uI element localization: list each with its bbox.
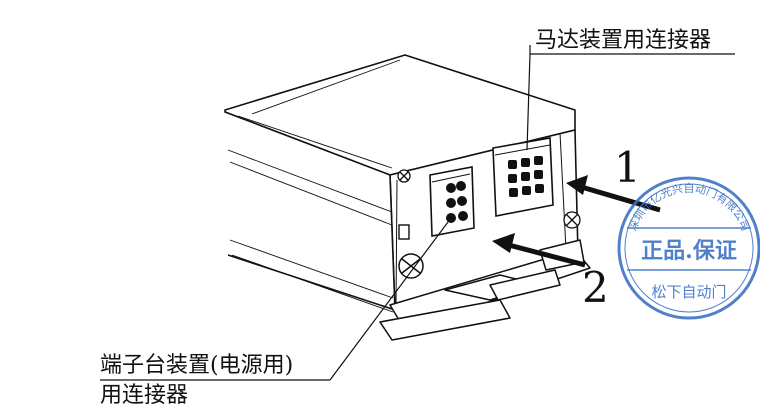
screw-top-left (397, 169, 411, 183)
screw-bottom-left (398, 253, 424, 279)
base-bracket (379, 239, 591, 341)
terminal-connector-label-line2: 用连接器 (100, 383, 188, 408)
unit-side-face (224, 111, 396, 311)
arrow-1-number: 1 (614, 143, 641, 192)
arrow-2-number: 2 (582, 263, 609, 312)
arrow-2 (492, 233, 586, 268)
terminal-leader (329, 221, 449, 381)
indicator-slot (398, 224, 410, 240)
arrow-1 (566, 175, 661, 213)
terminal-connector (429, 166, 475, 237)
terminal-connector-label-line1: 端子台装置(电源用) (100, 353, 293, 378)
company-stamp: 深圳市亿光兴自动门有限公司 正品.保证 松下自动门 (617, 176, 760, 320)
screw-right (563, 211, 581, 229)
stamp-bottom-text: 松下自动门 (651, 283, 726, 301)
motor-connector (492, 137, 554, 217)
leader-lines (100, 45, 735, 381)
motor-connector-label: 马达装置用连接器 (535, 28, 711, 53)
stamp-ring-text: 深圳市亿光兴自动门有限公司 (626, 182, 752, 233)
stamp-center-text: 正品.保证 (641, 238, 737, 264)
